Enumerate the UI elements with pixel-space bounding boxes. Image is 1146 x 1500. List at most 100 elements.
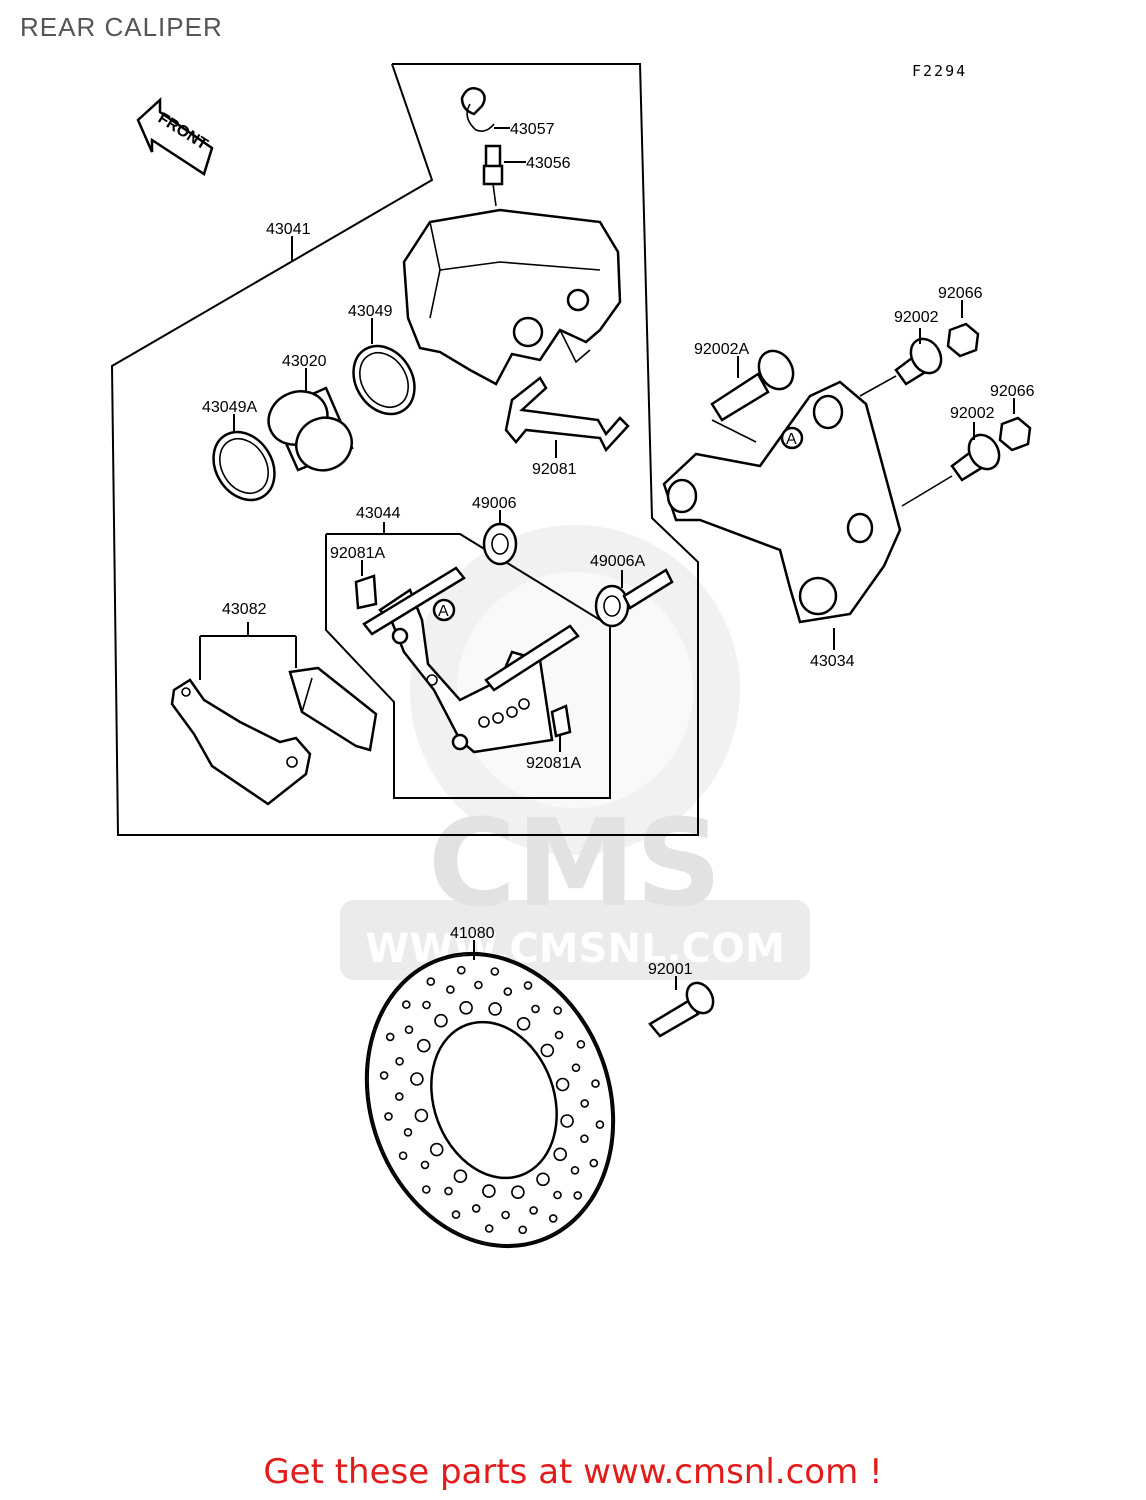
figure-code: F2294 <box>912 62 967 80</box>
label-43034: 43034 <box>810 653 855 670</box>
disc-hole <box>451 1210 461 1219</box>
disc-hole <box>554 1030 564 1040</box>
caliper-bracket <box>362 566 580 754</box>
pad-spring <box>504 376 630 453</box>
label-92001: 92001 <box>648 961 693 978</box>
disc-hole <box>553 1147 568 1162</box>
disc-hole <box>511 1185 525 1199</box>
cms-watermark: CMS WWW.CMSNL.COM <box>340 525 810 980</box>
label-41080: 41080 <box>450 925 495 942</box>
disc-hole <box>540 1043 555 1058</box>
caliper-body <box>402 208 622 386</box>
disc-hole <box>384 1112 393 1121</box>
marker-a-bracket: A <box>432 598 456 622</box>
marker-a-torque-link: A <box>780 426 804 450</box>
bleeder-valve <box>482 144 504 207</box>
disc-hole <box>488 1002 502 1016</box>
disc-hole <box>503 987 513 996</box>
disc-hole <box>536 1172 550 1187</box>
dust-seal <box>212 430 276 502</box>
torque-link-bolt-top <box>894 337 943 386</box>
pad-clip-top <box>354 574 378 610</box>
piston-seal <box>352 344 416 416</box>
page-title: REAR CALIPER <box>20 12 223 42</box>
disc-hole <box>421 1185 431 1194</box>
torque-link-bolt-bottom <box>950 433 1001 482</box>
disc-hole <box>490 967 500 976</box>
disc-hole <box>570 1166 580 1175</box>
disc-hole <box>531 1004 540 1014</box>
label-92081A-bottom: 92081A <box>526 755 581 772</box>
disc-hole <box>420 1160 430 1170</box>
label-49006: 49006 <box>472 495 517 512</box>
disc-hole <box>529 1206 538 1215</box>
disc-hole <box>573 1191 583 1200</box>
svg-text:A: A <box>438 603 449 620</box>
disc-hole <box>379 1071 389 1080</box>
disc-hole <box>553 1190 562 1200</box>
label-43049A: 43049A <box>202 399 257 416</box>
disc-hole <box>403 1128 413 1137</box>
disc-hole <box>453 1169 468 1183</box>
disc-hole <box>523 981 533 990</box>
disc-hole <box>446 985 455 994</box>
label-43044: 43044 <box>356 505 401 522</box>
disc-hole <box>429 1142 444 1157</box>
label-92066-top: 92066 <box>938 285 983 302</box>
disc-hole <box>482 1184 496 1198</box>
label-43082: 43082 <box>222 601 267 618</box>
brake-pads <box>170 666 378 806</box>
caliper-piston <box>267 386 354 472</box>
label-43056: 43056 <box>526 155 571 172</box>
disc-hole <box>474 980 483 990</box>
label-43049: 43049 <box>348 303 393 320</box>
pin-boot <box>482 522 518 566</box>
brake-disc <box>364 951 616 1249</box>
disc-hole <box>459 1000 473 1015</box>
disc-hole <box>553 1006 563 1015</box>
disc-hole <box>548 1214 558 1223</box>
disc-hole <box>434 1013 448 1028</box>
disc-holes <box>379 965 605 1235</box>
caliper-assembly-outline <box>110 63 699 836</box>
disc-hole <box>426 977 436 986</box>
pin-boot-a <box>594 568 674 628</box>
disc-hole <box>595 1120 605 1129</box>
disc-hole <box>580 1099 590 1108</box>
label-49006A: 49006A <box>590 553 645 570</box>
disc-hole <box>555 1077 570 1092</box>
disc-hole <box>571 1063 581 1072</box>
watermark-brand: CMS <box>428 795 722 934</box>
label-92002-top: 92002 <box>894 309 939 326</box>
disc-hole <box>398 1151 408 1160</box>
disc-hole <box>444 1186 453 1196</box>
label-92081A-top: 92081A <box>330 545 385 562</box>
disc-hole <box>410 1072 424 1086</box>
disc-hole <box>414 1108 429 1123</box>
disc-hole <box>401 1000 411 1009</box>
pad-clip-bottom <box>550 704 572 738</box>
label-92066-bottom: 92066 <box>990 383 1035 400</box>
disc-hole <box>484 1224 494 1233</box>
label-43020: 43020 <box>282 353 327 370</box>
nut-bottom <box>998 416 1032 452</box>
label-43057: 43057 <box>510 121 555 138</box>
disc-hole <box>456 965 466 975</box>
disc-hole <box>385 1032 395 1042</box>
label-92002A: 92002A <box>694 341 749 358</box>
disc-bolt <box>648 981 715 1038</box>
disc-hole <box>576 1040 586 1049</box>
svg-text:A: A <box>786 431 797 448</box>
bracket-bolt-a <box>710 349 795 422</box>
label-92002-bottom: 92002 <box>950 405 995 422</box>
disc-hole <box>394 1092 404 1101</box>
disc-hole <box>589 1158 599 1168</box>
disc-hole <box>422 1000 431 1010</box>
front-direction-arrow: FRONT <box>136 97 214 176</box>
disc-hole <box>416 1038 431 1053</box>
disc-hole <box>518 1225 528 1235</box>
call-to-action-link[interactable]: Get these parts at www.cmsnl.com ! <box>263 1452 883 1492</box>
label-43041: 43041 <box>266 221 311 238</box>
nut-top <box>946 322 980 358</box>
